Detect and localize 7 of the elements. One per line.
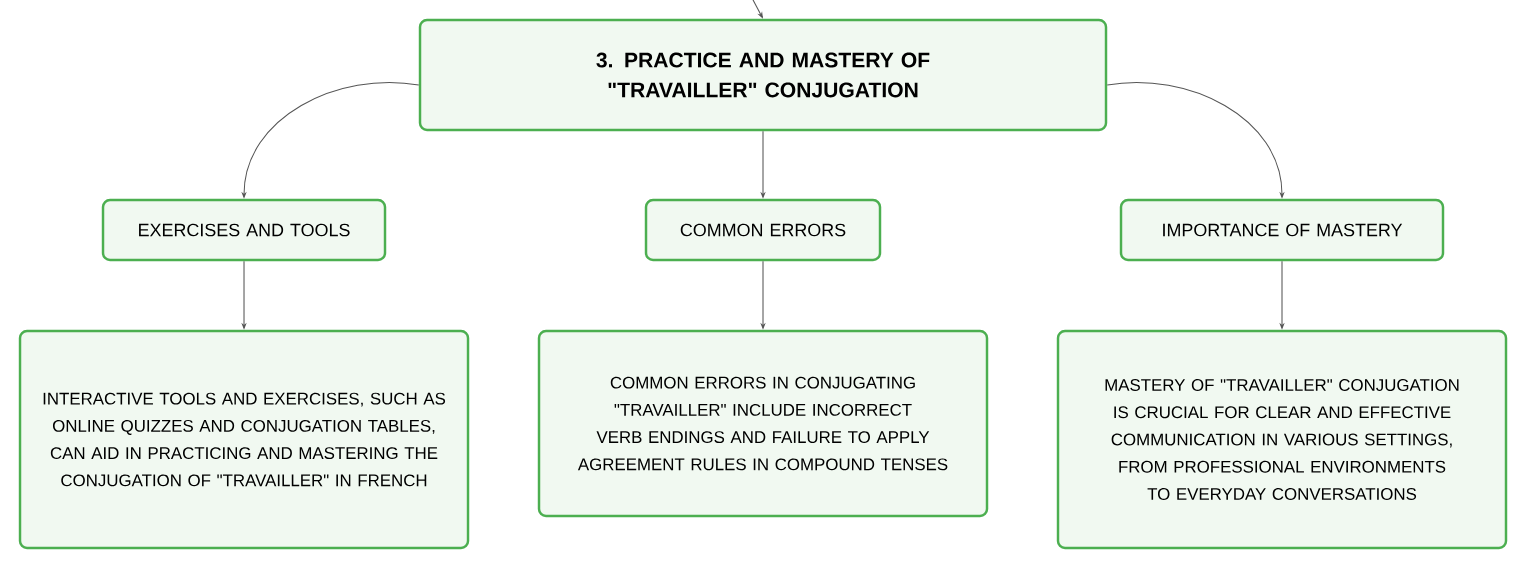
description-box: COMMON ERRORS IN CONJUGATING "TRAVAILLER" INCLUDE INCORRECT VERB ENDINGS AND FAILURE TO APPLY AGREEMENT RULES IN COMPOUND TENSES	[537, 329, 989, 518]
topic-box: EXERCISES AND TOOLS	[101, 198, 387, 262]
description-box: INTERACTIVE TOOLS AND EXERCISES, SUCH AS ONLINE QUIZZES AND CONJUGATION TABLES, CAN AID IN PRACTICING AND MASTERING THE CONJUGATION OF "TRAVAILLER" IN FRENCH	[18, 329, 470, 550]
topic-box: COMMON ERRORS	[644, 198, 882, 262]
topic-box: IMPORTANCE OF MASTERY	[1119, 198, 1445, 262]
description-box: MASTERY OF "TRAVAILLER" CONJUGATION IS CRUCIAL FOR CLEAR AND EFFECTIVE COMMUNICATION IN VARIOUS SETTINGS, FROM PROFESSIONAL ENVIRONMENTS TO EVERYDAY CONVERSATIONS	[1056, 329, 1508, 550]
title-box: 3. PRACTICE AND MASTERY OF "TRAVAILLER" CONJUGATION	[418, 18, 1108, 132]
